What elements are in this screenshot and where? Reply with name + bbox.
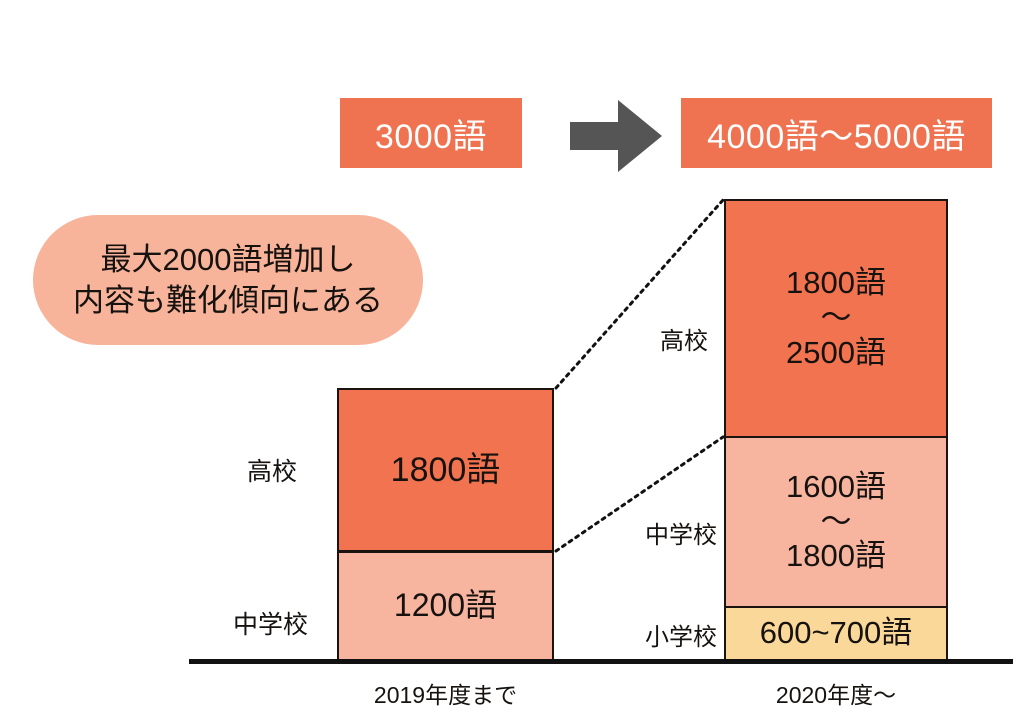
total-after-badge: 4000語～5000語 <box>681 98 992 168</box>
category-label-2020-middle-school: 中学校 <box>645 522 717 549</box>
right-arrow-icon <box>570 100 662 172</box>
bar-2019-segment-middle-school: 1200語 <box>337 551 554 661</box>
category-label-2020-high-school: 高校 <box>660 328 708 355</box>
callout-line-1: 最大2000語増加し <box>100 241 356 277</box>
bar-2019-middle-school-value: 1200語 <box>393 587 498 624</box>
total-after-label: 4000語～5000語 <box>707 117 966 156</box>
chart-baseline-axis <box>189 659 1013 664</box>
bar-2019-high-school-value: 1800語 <box>390 450 501 489</box>
bar-2020-segment-middle-school: 1600語 ～ 1800語 <box>724 436 948 608</box>
category-label-2019-middle-school: 中学校 <box>233 611 309 639</box>
bar-2020-segment-elementary-school: 600~700語 <box>724 606 948 661</box>
category-label-2020-elementary-school: 小学校 <box>645 624 717 651</box>
axis-caption-2019: 2019年度まで <box>373 682 518 708</box>
bar-2020-segment-high-school: 1800語 ～ 2500語 <box>724 199 948 438</box>
bar-2019-segment-high-school: 1800語 <box>337 388 554 552</box>
bar-2020-elementary-school-value: 600~700語 <box>759 615 913 651</box>
bar-2020-high-school-value-min: 1800語 <box>786 265 886 301</box>
total-before-badge: 3000語 <box>340 98 522 168</box>
axis-caption-2020: 2020年度～ <box>775 682 897 708</box>
total-before-label: 3000語 <box>374 117 488 156</box>
bar-2020-high-school-value-max: 2500語 <box>786 334 886 370</box>
callout-bubble: 最大2000語増加し 内容も難化傾向にある <box>33 215 423 345</box>
bar-2020-high-school-range-tilde: ～ <box>820 300 852 336</box>
bar-2020-middle-school-value-max: 1800語 <box>786 538 886 574</box>
bar-2020: 1800語 ～ 2500語 1600語 ～ 1800語 600~700語 <box>724 199 948 661</box>
callout-line-2: 内容も難化傾向にある <box>73 283 383 318</box>
category-label-2019-high-school: 高校 <box>247 458 298 486</box>
bar-2019: 1800語 1200語 <box>337 388 554 661</box>
bar-2020-middle-school-range-tilde: ～ <box>820 503 852 539</box>
bar-2020-middle-school-value-min: 1600語 <box>786 468 886 504</box>
